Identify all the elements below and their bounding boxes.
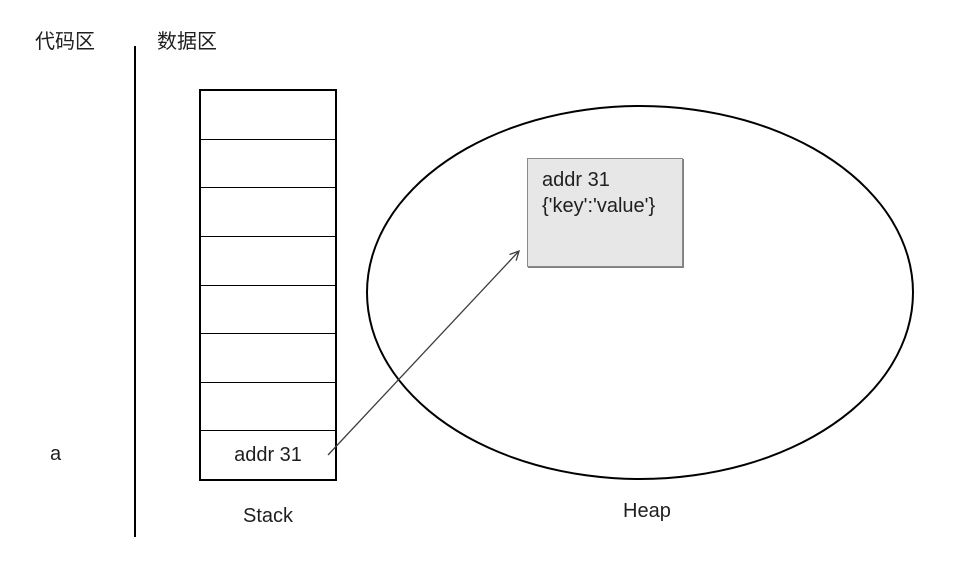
- heap-object-value: {'key':'value'}: [542, 195, 656, 217]
- stack-cell: [201, 334, 335, 383]
- data-area-label: 数据区: [157, 31, 217, 53]
- stack-box: addr 31: [199, 89, 337, 481]
- stack-cell: [201, 286, 335, 335]
- stack-cell: [201, 140, 335, 189]
- heap-object-box: addr 31 {'key':'value'}: [527, 158, 683, 267]
- region-divider-line: [134, 46, 136, 537]
- stack-cell-addr-31: addr 31: [234, 443, 302, 466]
- variable-a-label: a: [50, 443, 62, 465]
- stack-cell: [201, 237, 335, 286]
- code-area-label: 代码区: [35, 31, 95, 53]
- heap-object-address: addr 31: [542, 169, 610, 191]
- stack-cell: [201, 383, 335, 432]
- heap-caption: Heap: [623, 500, 671, 522]
- stack-cell: [201, 91, 335, 140]
- stack-caption: Stack: [242, 505, 294, 527]
- stack-cell: [201, 188, 335, 237]
